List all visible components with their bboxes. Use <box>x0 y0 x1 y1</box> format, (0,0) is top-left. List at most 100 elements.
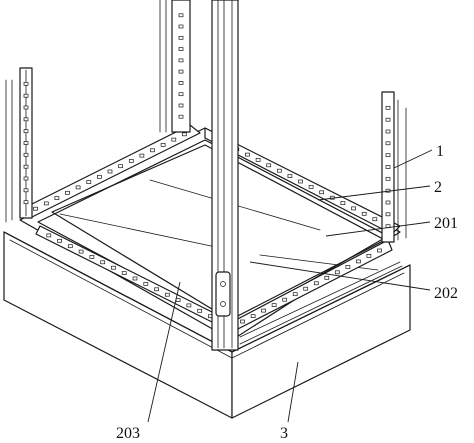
perforation-hole <box>385 117 391 122</box>
perforation-hole <box>86 180 92 184</box>
hinge-pin <box>220 281 226 287</box>
perforation-hole <box>250 314 256 318</box>
perforation-hole <box>182 132 187 137</box>
leader-2 <box>317 185 431 201</box>
perforation-hole <box>178 81 184 85</box>
plinth-top-edge <box>3 231 411 353</box>
perforation-hole <box>345 265 351 269</box>
perforation-hole <box>303 286 309 291</box>
perforation-hole <box>351 206 356 211</box>
label-201: 201 <box>434 215 458 232</box>
perforation-hole <box>139 153 145 158</box>
perforation-hole <box>118 164 123 169</box>
perforation-hole <box>178 24 184 29</box>
back-uprights <box>5 0 407 243</box>
perforation-hole <box>100 260 106 265</box>
perforation-hole <box>132 276 138 281</box>
perforation-hole <box>65 190 70 195</box>
perforation-hole <box>282 297 288 302</box>
perforation-hole <box>313 281 319 286</box>
plinth-front-inner-edge <box>9 239 233 359</box>
perforation-hole <box>23 176 29 181</box>
perforation-hole <box>385 212 391 217</box>
perforation-hole <box>178 69 184 74</box>
perforation-hole <box>385 105 391 110</box>
perforation-hole <box>266 163 272 168</box>
perforation-hole <box>308 185 314 189</box>
plinth-right-inner-edge <box>231 272 405 359</box>
perforation-hole <box>23 105 29 110</box>
perforation-hole <box>240 319 245 324</box>
perforation-hole <box>160 143 166 147</box>
label-202: 202 <box>434 285 458 302</box>
perforation-hole <box>385 200 391 205</box>
perforation-hole <box>78 249 84 254</box>
bottom-frame <box>19 124 401 341</box>
perforation-hole <box>23 188 29 193</box>
base-plinth <box>3 231 411 419</box>
label-2: 2 <box>434 179 442 196</box>
perforation-hole <box>54 196 60 200</box>
perforation-hole <box>178 58 184 63</box>
perforation-hole <box>385 141 391 146</box>
plinth-step-edge-2 <box>239 261 401 338</box>
perforation-hole <box>292 292 298 297</box>
leader-201 <box>325 221 431 237</box>
perforation-hole <box>361 211 367 216</box>
perforation-hole <box>23 152 29 157</box>
reference-labels: 1 2 201 202 203 3 <box>116 143 458 442</box>
perforation-hole <box>178 13 184 18</box>
perforation-hole <box>366 254 372 258</box>
front-upright <box>211 0 239 351</box>
perforation-hole <box>23 93 29 98</box>
perforation-hole <box>33 206 38 211</box>
perforation-hole <box>43 201 49 206</box>
perforation-hole <box>324 275 330 280</box>
perforation-hole <box>175 298 181 302</box>
perforation-hole <box>128 159 134 163</box>
perforation-hole <box>75 185 81 190</box>
leader-202 <box>249 261 431 291</box>
upright-back-center <box>171 0 191 133</box>
hinge-pin-2 <box>220 301 226 307</box>
perforation-hole <box>171 137 177 142</box>
perforation-hole <box>67 244 73 249</box>
perforation-hole <box>276 168 282 173</box>
perforation-hole <box>385 176 391 181</box>
perforation-hole <box>89 255 95 259</box>
perforation-hole <box>287 174 293 178</box>
perforation-hole <box>178 92 184 97</box>
perforation-hole <box>111 265 116 270</box>
perforation-hole <box>255 158 261 162</box>
leader-1 <box>393 149 433 169</box>
perforation-hole <box>271 303 277 307</box>
perforation-hole <box>372 217 378 222</box>
perforation-hole <box>121 271 127 275</box>
perforation-hole <box>97 174 102 179</box>
perforation-hole <box>377 248 382 253</box>
perforation-hole <box>178 114 184 119</box>
perforation-hole <box>23 141 29 145</box>
perforation-hole <box>178 35 184 40</box>
perforation-hole <box>150 148 155 153</box>
perforation-hole <box>57 238 62 243</box>
leader-lines <box>147 149 433 423</box>
perforation-hole <box>23 200 29 205</box>
perforation-hole <box>334 270 340 275</box>
perforation-hole <box>46 233 52 238</box>
perforation-hole <box>178 47 184 51</box>
perforation-hole <box>319 190 325 195</box>
perforation-hole <box>164 292 170 297</box>
perforation-hole <box>356 259 361 264</box>
perforation-hole <box>107 169 113 174</box>
perforation-hole <box>385 153 391 158</box>
perforation-hole <box>186 303 192 308</box>
perforation-hole <box>23 164 29 169</box>
perforation-hole <box>245 152 250 157</box>
label-1: 1 <box>436 143 444 160</box>
perforation-hole <box>154 287 159 292</box>
perforation-hole <box>385 129 391 134</box>
leader-3 <box>287 361 299 423</box>
hinge <box>215 271 231 317</box>
